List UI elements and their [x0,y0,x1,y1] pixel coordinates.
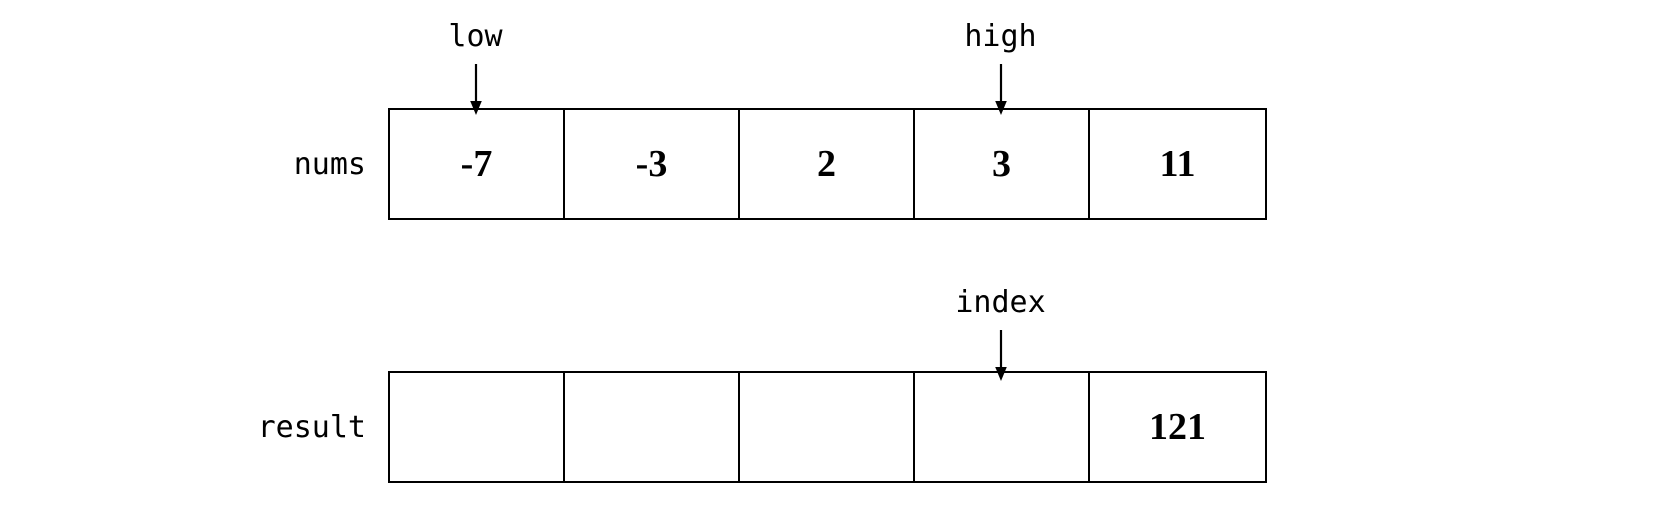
array-cell-nums-1[interactable]: -3 [565,110,740,218]
array-cell-nums-4[interactable]: 11 [1090,110,1265,218]
array-cell-nums-3[interactable]: 3 [915,110,1090,218]
array-row-nums: nums -7 -3 2 3 11 [198,108,1267,220]
pointer-index: index [936,288,1065,382]
array-cell-result-1[interactable] [565,373,740,481]
array-row-result: result 121 [198,371,1267,483]
pointer-low: low [411,22,540,116]
array-cell-result-0[interactable] [390,373,565,481]
array-cells-result: 121 [388,371,1267,483]
pointer-label-high: high [964,19,1037,54]
pointer-label-index: index [955,285,1046,320]
array-cells-nums: -7 -3 2 3 11 [388,108,1267,220]
array-label-nums: nums [293,146,366,182]
array-cell-nums-2[interactable]: 2 [740,110,915,218]
pointer-label-low: low [448,19,503,54]
array-label-result: result [257,409,366,445]
array-cell-result-4[interactable]: 121 [1090,373,1265,481]
array-cell-nums-0[interactable]: -7 [390,110,565,218]
array-cell-result-2[interactable] [740,373,915,481]
pointer-high: high [936,22,1065,116]
array-cell-result-3[interactable] [915,373,1090,481]
